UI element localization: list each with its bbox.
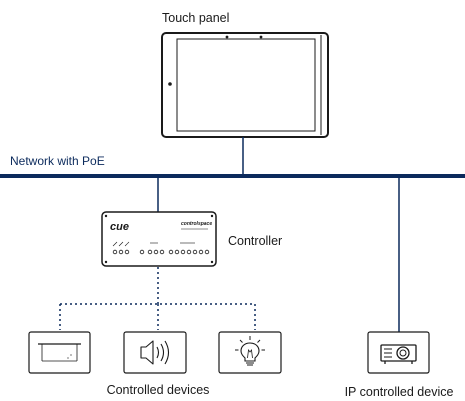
light-bulb-icon bbox=[218, 331, 282, 374]
controlled-devices-links bbox=[59, 267, 256, 330]
touch-panel-icon bbox=[161, 32, 329, 138]
ip-controlled-device-label: IP controlled device bbox=[345, 385, 454, 399]
projector-icon bbox=[367, 331, 430, 374]
touch-panel-label: Touch panel bbox=[162, 11, 229, 25]
projection-screen-icon bbox=[28, 331, 91, 374]
controller-label: Controller bbox=[228, 234, 282, 248]
controller-logo: cue bbox=[110, 221, 129, 233]
speaker-icon bbox=[123, 331, 187, 374]
controlled-devices-label: Controlled devices bbox=[107, 383, 210, 397]
network-label: Network with PoE bbox=[10, 154, 105, 168]
controller-brand: controlspace bbox=[181, 221, 212, 227]
controller-unit-icon: cue controlspace bbox=[101, 211, 217, 267]
